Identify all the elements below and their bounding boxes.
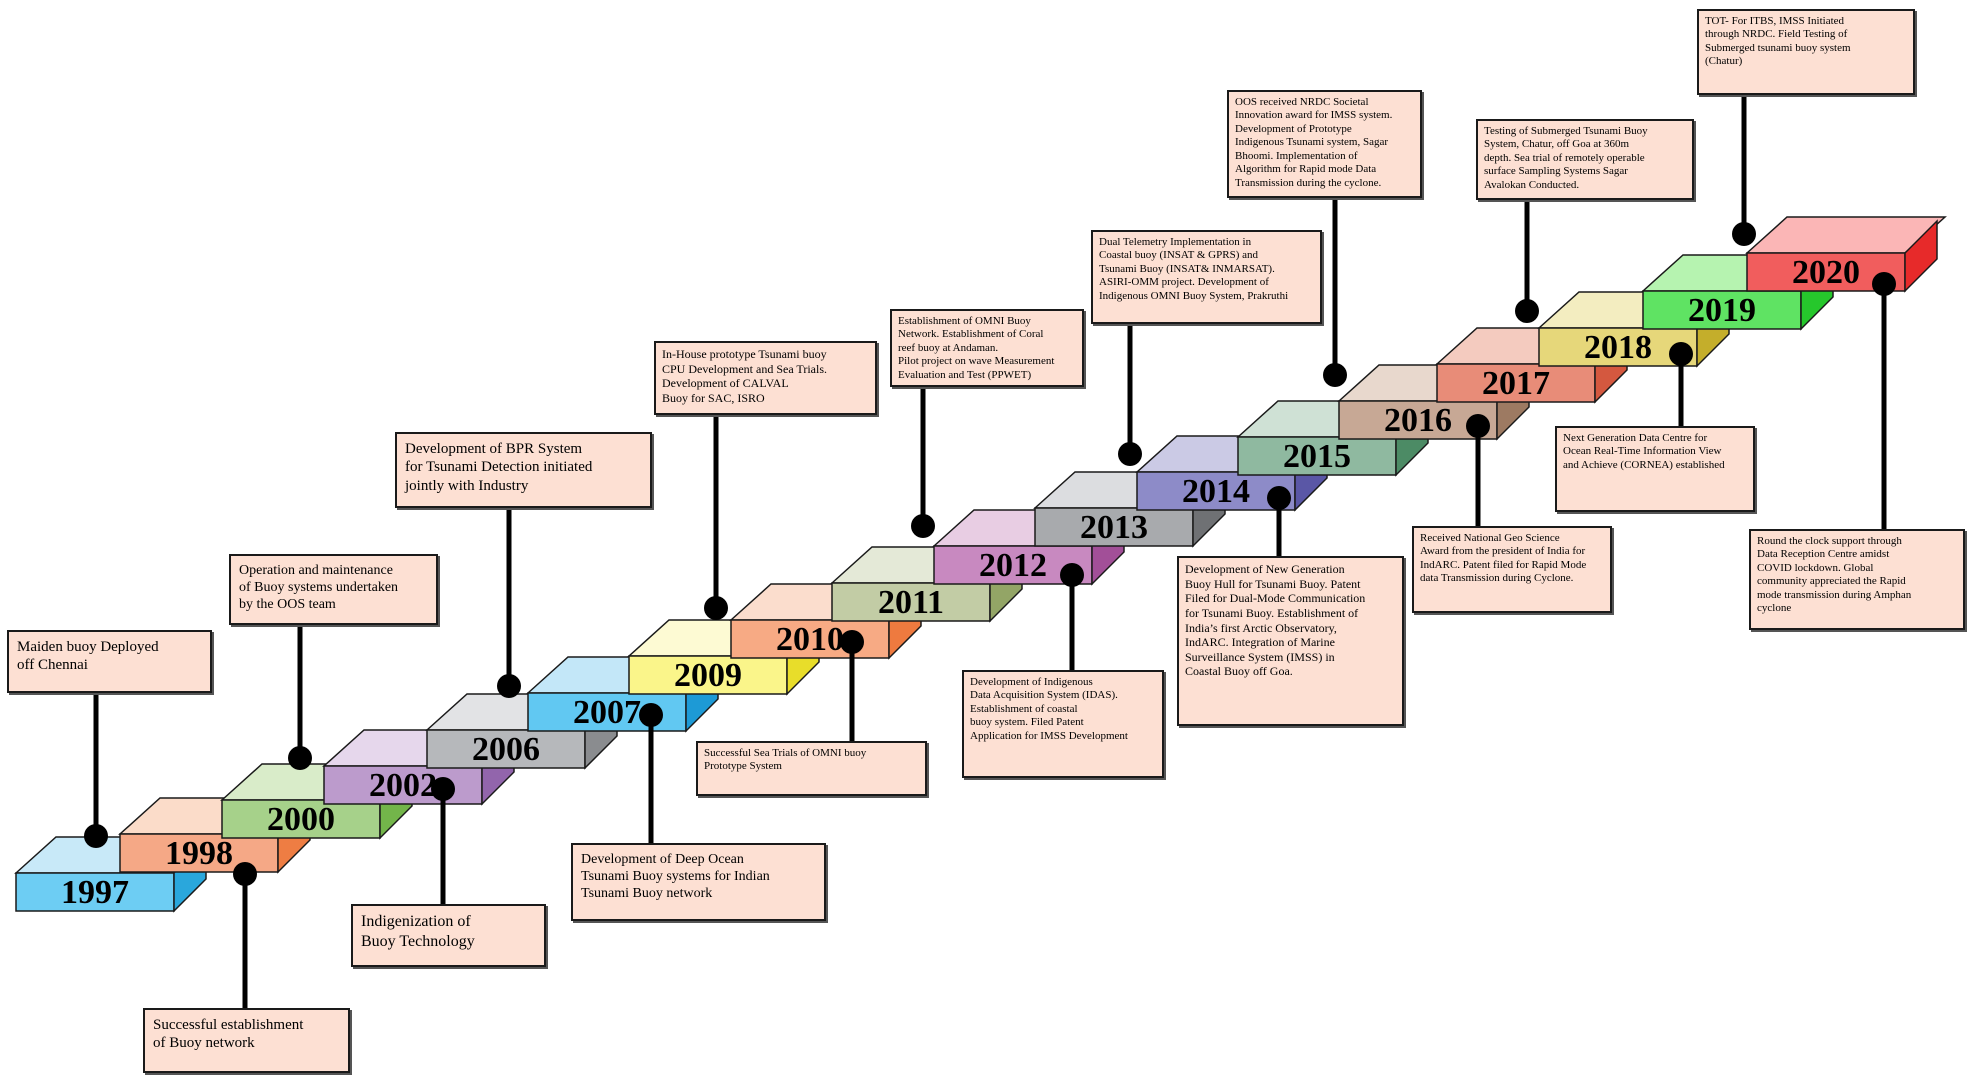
- milestone-note: Indigenization of Buoy Technology: [351, 904, 546, 967]
- milestone-note: OOS received NRDC Societal Innovation aw…: [1227, 90, 1422, 198]
- milestone-note: Successful Sea Trials of OMNI buoy Proto…: [696, 741, 927, 796]
- year-label-2014: 2014: [1182, 473, 1250, 510]
- connector-dot-2017: [1515, 299, 1539, 323]
- connector-dot-2015: [1323, 363, 1347, 387]
- timeline-step-2020: 2020: [1745, 216, 1947, 293]
- connector-dot-2012: [1060, 563, 1084, 587]
- milestone-note: Development of Indigenous Data Acquisiti…: [962, 670, 1164, 778]
- step-side-2020: [1904, 219, 1938, 293]
- year-label-2009: 2009: [674, 657, 742, 694]
- year-label-2019: 2019: [1688, 292, 1756, 329]
- year-label-2013: 2013: [1080, 509, 1148, 546]
- year-label-2017: 2017: [1482, 365, 1550, 402]
- step-front-2019: [1642, 290, 1802, 330]
- year-label-1997: 1997: [61, 874, 129, 911]
- connector-dot-2020: [1872, 272, 1896, 296]
- connector-dot-2002: [431, 777, 455, 801]
- milestone-note: Next Generation Data Centre for Ocean Re…: [1555, 426, 1755, 512]
- milestone-note: Development of Deep Ocean Tsunami Buoy s…: [571, 843, 826, 921]
- year-label-1998: 1998: [165, 835, 233, 872]
- step-front-2009: [628, 655, 788, 695]
- connector-dot-2006: [497, 674, 521, 698]
- milestone-note: In-House prototype Tsunami buoy CPU Deve…: [654, 341, 877, 415]
- milestone-note: Maiden buoy Deployed off Chennai: [7, 630, 212, 693]
- connector-dot-1998: [233, 862, 257, 886]
- milestone-note: Received National Geo Science Award from…: [1412, 526, 1612, 613]
- year-label-2007: 2007: [573, 694, 641, 731]
- connector-dot-2007: [639, 703, 663, 727]
- connector-dot-1997: [84, 824, 108, 848]
- milestone-note: Round the clock support through Data Rec…: [1749, 529, 1965, 630]
- year-label-2012: 2012: [979, 547, 1047, 584]
- step-front-2006: [426, 729, 586, 769]
- milestone-note: Development of BPR System for Tsunami De…: [395, 432, 652, 508]
- connector-dot-2016: [1466, 414, 1490, 438]
- year-label-2011: 2011: [878, 584, 944, 621]
- connector-dot-2013: [1118, 442, 1142, 466]
- year-label-2000: 2000: [267, 801, 335, 838]
- year-label-2016: 2016: [1384, 402, 1452, 439]
- year-label-2006: 2006: [472, 731, 540, 768]
- year-label-2020: 2020: [1792, 254, 1860, 291]
- connector-dot-2000: [288, 746, 312, 770]
- milestone-note: Establishment of OMNI Buoy Network. Esta…: [890, 309, 1084, 387]
- milestone-note: TOT- For ITBS, IMSS Initiated through NR…: [1697, 9, 1915, 95]
- milestone-note: Dual Telemetry Implementation in Coastal…: [1091, 230, 1322, 324]
- step-front-2013: [1034, 507, 1194, 547]
- connector-dot-2019: [1732, 222, 1756, 246]
- timeline-step-2007: 2007: [526, 656, 728, 733]
- year-label-2010: 2010: [776, 621, 844, 658]
- year-label-2018: 2018: [1584, 329, 1652, 366]
- year-label-2015: 2015: [1283, 438, 1351, 475]
- connector-dot-2018: [1669, 342, 1693, 366]
- milestone-note: Testing of Submerged Tsunami Buoy System…: [1476, 119, 1694, 200]
- connector-dot-2011: [911, 514, 935, 538]
- connector-dot-2009: [704, 596, 728, 620]
- milestone-note: Successful establishment of Buoy network: [143, 1008, 350, 1073]
- step-front-2002: [323, 765, 483, 805]
- step-front-2011: [831, 582, 991, 622]
- step-front-2015: [1237, 436, 1397, 476]
- connector-dot-2010: [840, 630, 864, 654]
- year-label-2002: 2002: [369, 767, 437, 804]
- milestone-note: Development of New Generation Buoy Hull …: [1177, 556, 1404, 726]
- connector-dot-2014: [1267, 486, 1291, 510]
- milestone-note: Operation and maintenance of Buoy system…: [229, 554, 438, 625]
